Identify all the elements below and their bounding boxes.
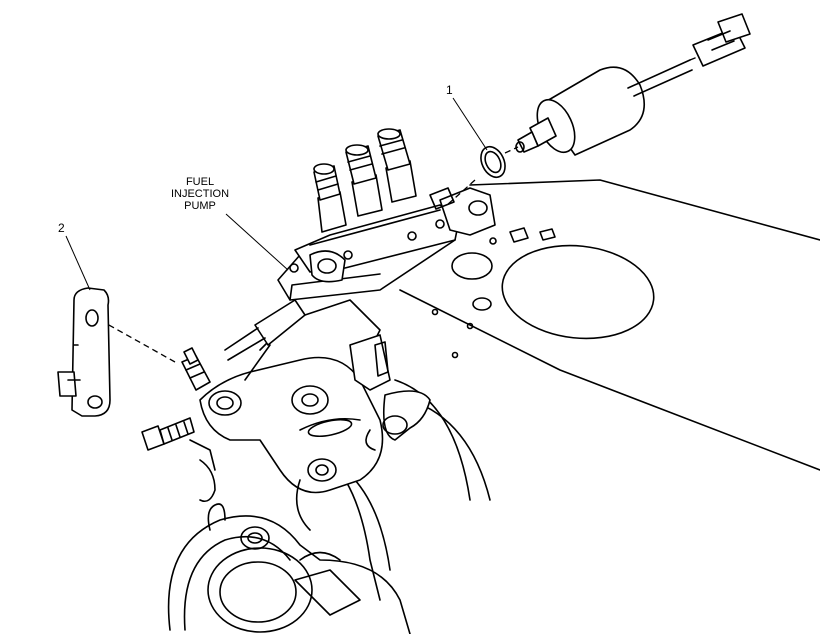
solenoid-plunger (515, 141, 525, 153)
delivery-valve-1 (313, 163, 347, 233)
coolant-port (451, 252, 493, 280)
support-bracket (349, 334, 431, 451)
delivery-valve-3 (377, 128, 417, 203)
control-rack-arm (254, 299, 306, 346)
port-slot (539, 228, 556, 241)
mount-boss (240, 526, 270, 550)
bolt-hole (451, 351, 459, 359)
lever-bracket-plate (57, 287, 111, 417)
gear-housing (167, 459, 411, 634)
port-slot (509, 227, 529, 243)
fuel-injection-pump-label: FUEL INJECTION PUMP (170, 176, 230, 212)
callout-number-2: 2 (58, 221, 65, 235)
fuel-shutoff-solenoid (515, 13, 751, 156)
delivery-valve-2 (345, 144, 383, 217)
governor-boss (291, 385, 329, 415)
bolt-hole (472, 297, 492, 311)
governor-boss (208, 390, 242, 416)
cylinder-bore (501, 244, 655, 340)
bracket-tab (57, 371, 77, 397)
governor-boss (307, 458, 337, 482)
assembly-line-bracket (99, 319, 176, 363)
bolt-hole (431, 308, 439, 316)
leader-line-pump (225, 213, 289, 271)
bolt-hole (466, 322, 474, 330)
callout-number-1: 1 (446, 83, 453, 97)
bolt-hole (489, 237, 497, 245)
assembly-line-solenoid (504, 146, 519, 154)
leader-line-2 (65, 235, 91, 291)
leader-line-1 (452, 97, 488, 151)
fuel-shutoff-solenoid-mount (181, 347, 211, 391)
fuel-injection-pump (224, 128, 496, 361)
bracket-hole (87, 395, 103, 409)
o-ring-seal (480, 145, 506, 179)
mounting-bolt (141, 417, 195, 451)
bracket-slot (85, 309, 99, 327)
assembly-line-o-ring (445, 179, 476, 207)
